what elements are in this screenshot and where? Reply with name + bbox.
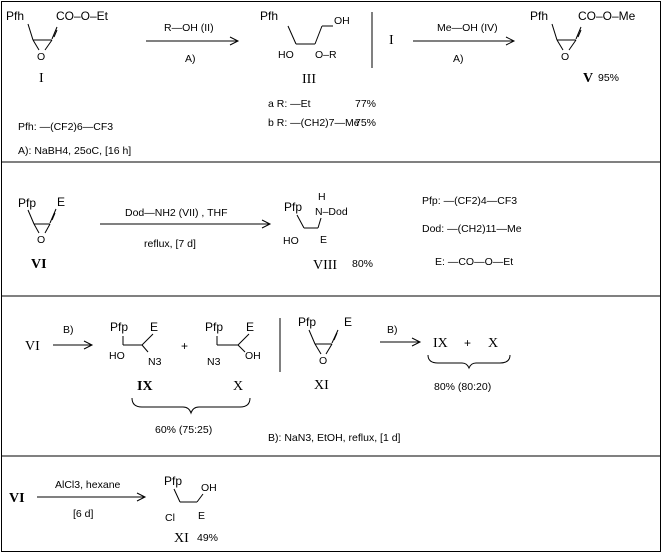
reagent-r-oh: R—OH (II): [164, 22, 214, 34]
compound-label-VIII: VIII: [313, 258, 337, 273]
compound-XI-epoxide-structure: Pfp O E: [298, 315, 352, 367]
reagent-alcl3-hexane: AlCl3, hexane: [55, 479, 121, 491]
pfh-label: Pfh: [530, 9, 548, 23]
compound-label-IX: IX: [137, 379, 153, 394]
epoxide-oxygen: O: [319, 355, 327, 367]
pfp-label: Pfp: [18, 196, 36, 210]
compound-III-structure: Pfh OH HO O–R: [260, 9, 350, 61]
reaction-arrow-2: I Me—OH (IV) A): [389, 22, 516, 65]
compound-VI-structure: Pfp O E: [18, 195, 65, 246]
def-dod: Dod: —(CH2)11—Me: [422, 223, 522, 235]
substituent-e: E: [198, 510, 205, 522]
hydroxyl-oh: OH: [334, 15, 350, 27]
condition-a-mark: A): [453, 53, 464, 65]
reagent-me-oh: Me—OH (IV): [437, 22, 498, 34]
hydroxyl-ho: HO: [278, 49, 294, 61]
compound-VIII-structure: Pfp H N–Dod HO E: [283, 191, 348, 247]
reaction-arrow-3: Dod—NH2 (VII) , THF reflux, [7 d]: [100, 207, 272, 250]
product-label-X: X: [488, 336, 498, 351]
epoxide-oxygen: O: [37, 234, 45, 246]
reagent-reflux-7d: reflux, [7 d]: [144, 238, 196, 250]
ester-co-o-me: CO–O–Me: [578, 9, 636, 23]
hydroxyl-ho: HO: [109, 350, 125, 362]
substituent-e: E: [320, 234, 327, 246]
pfp-label: Pfp: [110, 320, 128, 334]
compound-IX-structure: Pfp E HO N3: [109, 320, 162, 368]
pfp-label: Pfp: [298, 315, 316, 329]
compound-I-structure: Pfh O CO–O–Et: [6, 9, 109, 63]
epoxide-oxygen: O: [37, 51, 45, 63]
brace-ix-x: [131, 397, 251, 415]
reaction-arrow-5: B): [380, 324, 422, 347]
def-pfh: Pfh: —(CF2)6—CF3: [18, 121, 113, 133]
start-compound-VI: VI: [25, 339, 40, 354]
compound-label-I: I: [39, 71, 44, 86]
hydroxyl-oh: OH: [201, 482, 217, 494]
condition-b-mark: B): [63, 324, 74, 336]
reagent-6d: [6 d]: [73, 508, 94, 520]
hydroxyl-oh: OH: [245, 350, 261, 362]
compound-V-structure: Pfh O CO–O–Me: [530, 9, 636, 63]
substituent-e: E: [344, 315, 352, 329]
reaction-arrow-6: AlCl3, hexane [6 d]: [37, 479, 147, 520]
yield-ix-x: 60% (75:25): [155, 424, 212, 436]
compound-label-V: V: [583, 71, 593, 86]
amine-n-dod: N–Dod: [315, 206, 348, 218]
plus-sign: +: [464, 336, 471, 350]
def-b-r: b R: —(CH2)7—Me: [268, 117, 360, 129]
pfp-label: Pfp: [164, 474, 182, 488]
chloro-cl: Cl: [165, 512, 175, 524]
yield-v: 95%: [598, 72, 619, 84]
compound-X-structure: Pfp E N3 OH: [205, 320, 261, 368]
pfh-label: Pfh: [6, 9, 24, 23]
yield-b: 75%: [355, 117, 376, 129]
epoxide-oxygen: O: [561, 51, 569, 63]
condition-b: B): NaN3, EtOH, reflux, [1 d]: [268, 432, 401, 444]
pfh-label: Pfh: [260, 9, 278, 23]
compound-label-XI: XI: [174, 531, 189, 546]
def-pfp: Pfp: —(CF2)4—CF3: [422, 195, 517, 207]
def-a-r: a R: —Et: [268, 98, 311, 110]
yield-viii: 80%: [352, 258, 373, 270]
condition-b-mark: B): [387, 324, 398, 336]
hydroxyl-ho: HO: [283, 235, 299, 247]
yield-ix-x-b: 80% (80:20): [434, 381, 491, 393]
compound-label-VI: VI: [31, 257, 47, 272]
substituent-e: E: [57, 195, 65, 209]
ester-co-o-et: CO–O–Et: [56, 9, 109, 23]
azide-n3: N3: [207, 356, 221, 368]
yield-xi: 49%: [197, 532, 218, 544]
compound-XI-chlorohydrin-structure: Pfp OH Cl E: [164, 474, 217, 524]
brace-ix-x-b: [427, 354, 511, 370]
azide-n3: N3: [148, 356, 162, 368]
start-compound-I: I: [389, 33, 394, 48]
condition-a: A): NaBH4, 25oC, [16 h]: [18, 145, 131, 157]
product-label-IX: IX: [433, 336, 448, 351]
reagent-dod-nh2: Dod—NH2 (VII) , THF: [125, 207, 228, 219]
plus-sign: +: [181, 339, 188, 353]
compound-label-X: X: [233, 379, 243, 394]
ether-o-r: O–R: [315, 49, 337, 61]
reaction-arrow-4: B): [53, 324, 94, 350]
compound-label-XI: XI: [314, 378, 329, 393]
def-e: E: —CO—O—Et: [435, 256, 513, 268]
start-compound-VI: VI: [9, 491, 25, 506]
pfp-label: Pfp: [205, 320, 223, 334]
substituent-e: E: [150, 320, 158, 334]
reaction-arrow-1: R—OH (II) A): [146, 22, 240, 65]
substituent-e: E: [246, 320, 254, 334]
amine-h: H: [318, 191, 326, 203]
compound-label-III: III: [302, 72, 316, 87]
condition-a-mark: A): [185, 53, 196, 65]
pfp-label: Pfp: [284, 200, 302, 214]
yield-a: 77%: [355, 98, 376, 110]
